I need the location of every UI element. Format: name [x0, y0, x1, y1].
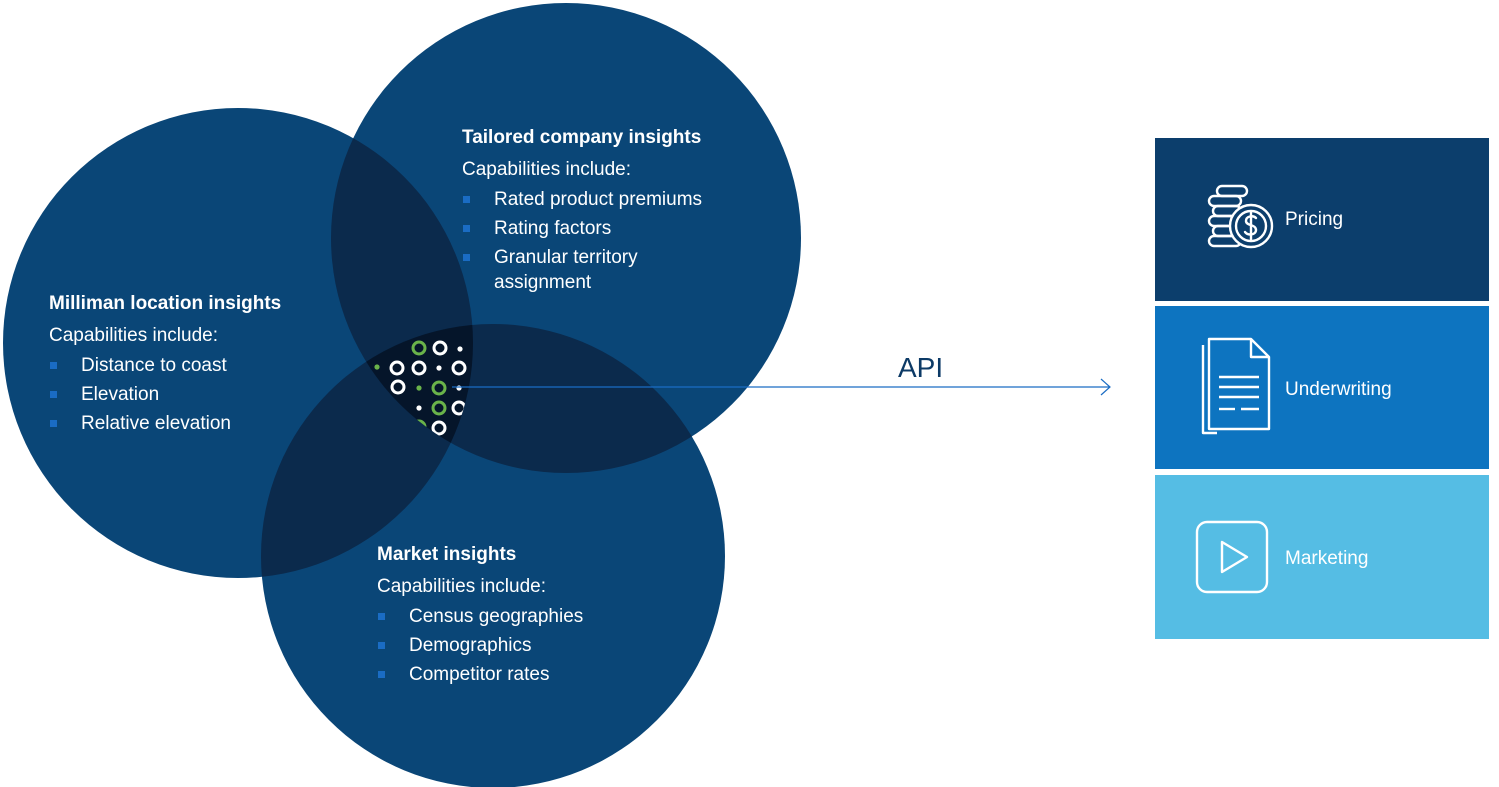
company-insights-list: Rated product premiums Rating factors Gr…	[462, 187, 762, 295]
bullet-icon	[378, 613, 385, 620]
bullet-icon	[378, 671, 385, 678]
marketing-label: Marketing	[1285, 548, 1369, 569]
underwriting-panel[interactable]: Underwriting	[1155, 306, 1489, 469]
coin-stack-dollar-icon	[1195, 174, 1285, 264]
company-insights-block: Tailored company insights Capabilities i…	[462, 127, 762, 299]
company-insights-subtitle: Capabilities include:	[462, 159, 631, 180]
list-item: Distance to coast	[49, 353, 349, 378]
underwriting-label: Underwriting	[1285, 379, 1392, 400]
location-insights-title: Milliman location insights	[49, 293, 282, 314]
bullet-icon	[50, 391, 57, 398]
location-insights-list: Distance to coast Elevation Relative ele…	[49, 353, 349, 436]
bullet-icon	[50, 420, 57, 427]
list-item: Demographics	[377, 633, 677, 658]
list-item: Granular territory assignment	[462, 245, 684, 295]
pricing-label: Pricing	[1285, 209, 1344, 230]
bullet-icon	[463, 225, 470, 232]
bullet-icon	[463, 254, 470, 261]
market-insights-title: Market insights	[377, 544, 517, 565]
marketing-panel[interactable]: Marketing	[1155, 475, 1489, 639]
bullet-icon	[50, 362, 57, 369]
market-insights-subtitle: Capabilities include:	[377, 576, 546, 597]
list-item: Rated product premiums	[462, 187, 762, 212]
overlap-location-market	[261, 324, 473, 578]
location-insights-block: Milliman location insights Capabilities …	[49, 293, 349, 440]
dot-pattern	[374, 340, 467, 436]
market-insights-block: Market insights Capabilities include: Ce…	[377, 544, 677, 691]
play-button-icon	[1195, 512, 1285, 602]
list-item: Relative elevation	[49, 411, 349, 436]
location-insights-subtitle: Capabilities include:	[49, 325, 218, 346]
list-item: Rating factors	[462, 216, 762, 241]
company-insights-title: Tailored company insights	[462, 127, 702, 148]
api-connector-arrow	[452, 378, 1111, 396]
list-item: Census geographies	[377, 604, 677, 629]
market-insights-list: Census geographies Demographics Competit…	[377, 604, 677, 687]
list-item: Competitor rates	[377, 662, 677, 687]
bullet-icon	[463, 196, 470, 203]
bullet-icon	[378, 642, 385, 649]
list-item: Elevation	[49, 382, 349, 407]
pricing-panel[interactable]: Pricing	[1155, 138, 1489, 301]
document-icon	[1195, 337, 1285, 435]
api-label: API	[898, 352, 944, 383]
